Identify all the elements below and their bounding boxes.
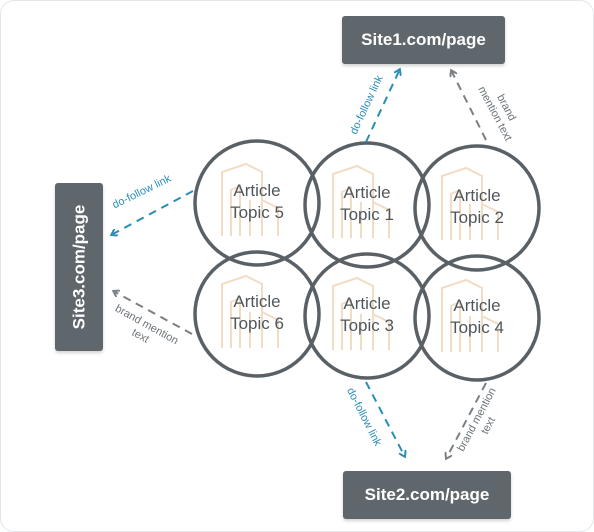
topic-circle-6: [193, 250, 321, 378]
topic-circle-3: [303, 252, 431, 380]
topic-circle-2: [413, 144, 541, 272]
topic-5-line2: Topic 5: [230, 203, 284, 222]
topic-5-line1: Article: [233, 181, 281, 200]
site3-box: Site3.com/page: [55, 183, 103, 351]
topic-6-line2: Topic 6: [230, 314, 284, 333]
brand-arrow-site3: [115, 292, 193, 335]
topic-2-line2: Topic 2: [450, 208, 504, 227]
topic-4-line2: Topic 4: [450, 318, 504, 337]
topic-3-line2: Topic 3: [340, 316, 394, 335]
topic-5-label: Article Topic 5: [202, 180, 312, 224]
dofollow-arrow-site3: [113, 190, 194, 234]
site2-box: Site2.com/page: [343, 471, 511, 519]
topic-6-label: Article Topic 6: [202, 291, 312, 335]
topic-1-line2: Topic 1: [340, 205, 394, 224]
topic-4-line1: Article: [453, 296, 501, 315]
topic-circle-1: [303, 141, 431, 269]
topic-circle-4: [413, 254, 541, 382]
building-watermark-icons: [221, 162, 499, 352]
topic-circle-5: [193, 139, 321, 267]
topic-1-label: Article Topic 1: [312, 182, 422, 226]
topic-2-label: Article Topic 2: [422, 185, 532, 229]
topic-2-line1: Article: [453, 186, 501, 205]
topic-4-label: Article Topic 4: [422, 295, 532, 339]
site1-label: Site1.com/page: [361, 30, 486, 49]
topic-6-line1: Article: [233, 292, 281, 311]
site2-label: Site2.com/page: [364, 485, 490, 504]
topic-3-label: Article Topic 3: [312, 293, 422, 337]
site1-box: Site1.com/page: [342, 16, 505, 64]
brand-arrow-site1: [452, 72, 487, 141]
topic-3-line1: Article: [343, 294, 391, 313]
topic-1-line1: Article: [343, 183, 391, 202]
site3-label: Site3.com/page: [69, 204, 88, 330]
